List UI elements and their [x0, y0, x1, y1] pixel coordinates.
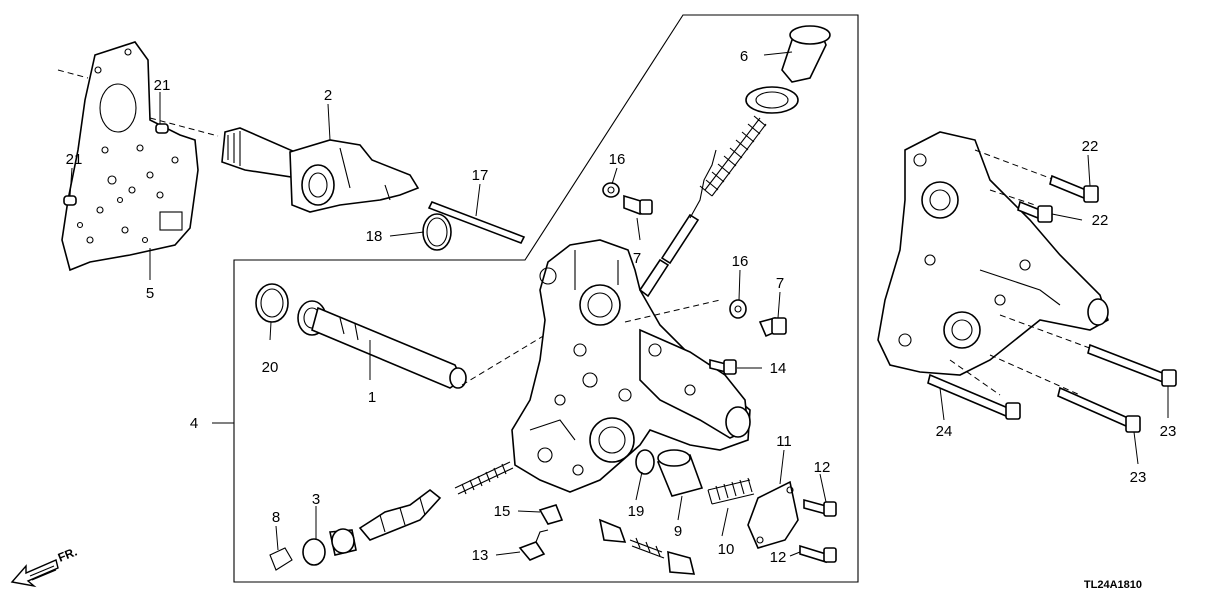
callout-21-upper: 21: [154, 77, 171, 94]
dowel-pin-upper: [155, 123, 169, 134]
callout-12-lower: 12: [770, 549, 787, 566]
callout-16-upper: 16: [609, 151, 626, 168]
bolt-23-lower: [1057, 386, 1141, 433]
filter-15: [538, 504, 564, 525]
callout-16-right: 16: [732, 253, 749, 270]
callout-2: 2: [324, 87, 332, 104]
callout-5: 5: [146, 285, 154, 302]
front-label: FR.: [56, 545, 79, 565]
washer-16-upper: [602, 182, 620, 198]
washer-16-right: [729, 299, 747, 319]
front-arrow: FR.: [10, 545, 79, 588]
stator-shaft: [221, 127, 420, 213]
sleeve-3: [302, 528, 357, 566]
callout-7-right: 7: [776, 275, 784, 292]
callout-labels: 1 2 3 4 5 6 7 7 8 9 10 11 12 12 13 14 15…: [66, 48, 1177, 566]
callout-13: 13: [472, 547, 489, 564]
bolt-23-upper: [1087, 343, 1177, 387]
spool-valve-upper: [638, 149, 717, 298]
callout-10: 10: [718, 541, 735, 558]
callout-22-lower: 22: [1092, 212, 1109, 229]
bolt-7-right: [758, 317, 787, 338]
callout-15: 15: [494, 503, 511, 520]
main-shaft-1: [297, 300, 546, 389]
callout-1: 1: [368, 389, 376, 406]
diagram-code: TL24A1810: [1084, 579, 1142, 591]
plug-lower: [598, 518, 696, 575]
assembly-frame: [212, 14, 859, 583]
dowel-pin-lower: [63, 195, 77, 206]
bolt-14: [709, 358, 737, 375]
callout-7-upper: 7: [633, 250, 641, 267]
sleeve-6: [781, 25, 831, 83]
retainer-cap: [745, 86, 799, 114]
spool-valve-lower: [358, 461, 514, 541]
callout-18: 18: [366, 228, 383, 245]
leader-lines: [69, 51, 1169, 557]
callout-11: 11: [776, 433, 792, 450]
o-ring-18: [422, 213, 452, 251]
callout-6: 6: [740, 48, 748, 65]
spring-upper: [699, 115, 767, 197]
callout-24: 24: [936, 423, 953, 440]
callout-22-upper: 22: [1082, 138, 1099, 155]
bolt-12-lower: [799, 544, 837, 564]
shaft-rod-17: [427, 200, 526, 245]
front-arrow-icon: [10, 559, 59, 588]
callout-12-upper: 12: [814, 459, 831, 476]
callout-14: 14: [770, 360, 787, 377]
callout-21-lower: 21: [66, 151, 83, 168]
clip-8: [269, 547, 293, 571]
bolt-12-upper: [803, 498, 837, 517]
o-ring-19: [635, 449, 655, 475]
valve-body-assembled: [877, 131, 1109, 396]
callout-9: 9: [674, 523, 682, 540]
bolt-13: [518, 529, 549, 561]
callout-23-lower: 23: [1130, 469, 1147, 486]
cover-plate-11: [747, 480, 799, 549]
callout-17: 17: [472, 167, 489, 184]
callout-8: 8: [272, 509, 280, 526]
callout-3: 3: [312, 491, 320, 508]
callout-19: 19: [628, 503, 645, 520]
valve-body-main: [511, 239, 751, 493]
o-ring-20: [255, 283, 289, 323]
bolt-22-upper: [1049, 174, 1099, 203]
sleeve-9: [656, 449, 704, 497]
callout-20: 20: [262, 359, 279, 376]
spring-10: [707, 477, 755, 505]
callout-4: 4: [190, 415, 198, 432]
callout-23-upper: 23: [1160, 423, 1177, 440]
bolt-24: [927, 373, 1021, 420]
bolt-7-upper: [623, 194, 653, 215]
